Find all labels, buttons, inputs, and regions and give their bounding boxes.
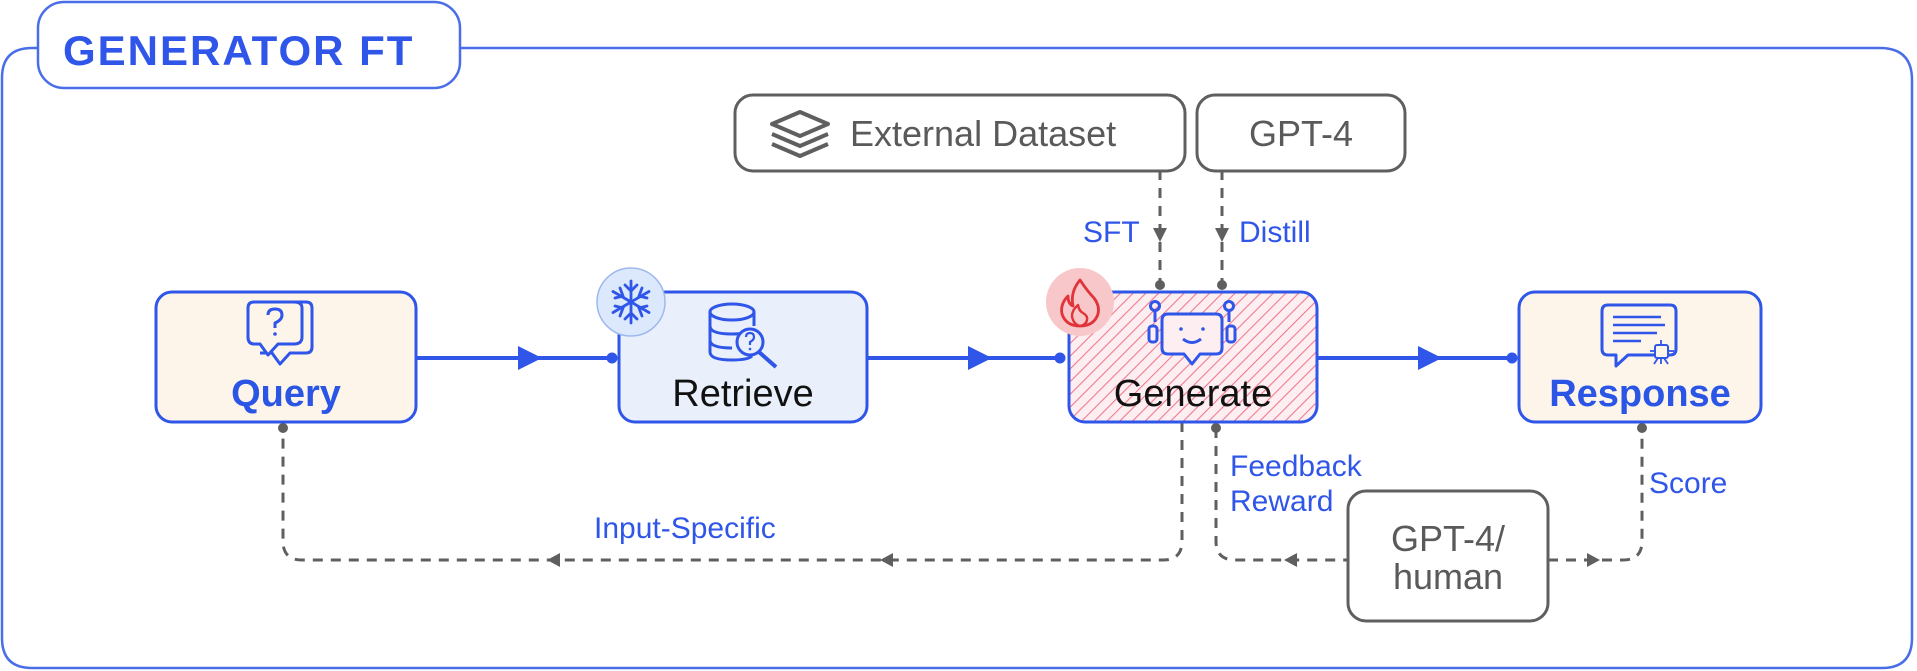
dashed-connections [281, 170, 1644, 562]
gpt4-human-box [1346, 489, 1550, 623]
robot-chat-icon [1147, 300, 1237, 366]
generate-label: Generate [1113, 373, 1273, 415]
dashed-arrowheads [278, 228, 1647, 567]
query-label: Query [231, 373, 341, 415]
response-label: Response [1549, 373, 1731, 415]
feedback-edge-label: Feedback [1230, 450, 1362, 483]
gpt4-label: GPT-4 [1248, 113, 1354, 154]
distill-edge-label: Distill [1239, 216, 1311, 249]
snowflake-icon [596, 267, 666, 337]
document-chat-icon [1600, 303, 1678, 368]
retrieve-label: Retrieve [672, 373, 814, 415]
gpt4-human-label-line2: human [1392, 556, 1504, 597]
gpt4-human-label-line1: GPT-4/ [1390, 518, 1506, 559]
gpt4-box [1195, 93, 1407, 173]
retrieve-node-box [617, 290, 869, 424]
flame-icon [1046, 268, 1114, 336]
diagram-title: GENERATOR FT [63, 27, 415, 74]
reward-edge-label: Reward [1230, 485, 1334, 518]
outer-frame [0, 46, 1914, 670]
external-dataset-label: External Dataset [850, 113, 1117, 154]
score-edge-label: Score [1649, 467, 1728, 500]
main-flow-arrows [417, 346, 1518, 370]
sft-edge-label: SFT [1083, 216, 1140, 249]
database-search-icon [708, 302, 778, 369]
external-dataset-box [733, 93, 1187, 173]
question-chat-icon [246, 300, 314, 366]
response-node-box [1517, 290, 1763, 424]
title-badge [36, 0, 462, 90]
input-specific-edge-label: Input-Specific [594, 512, 776, 545]
stack-layers-icon [770, 110, 830, 158]
